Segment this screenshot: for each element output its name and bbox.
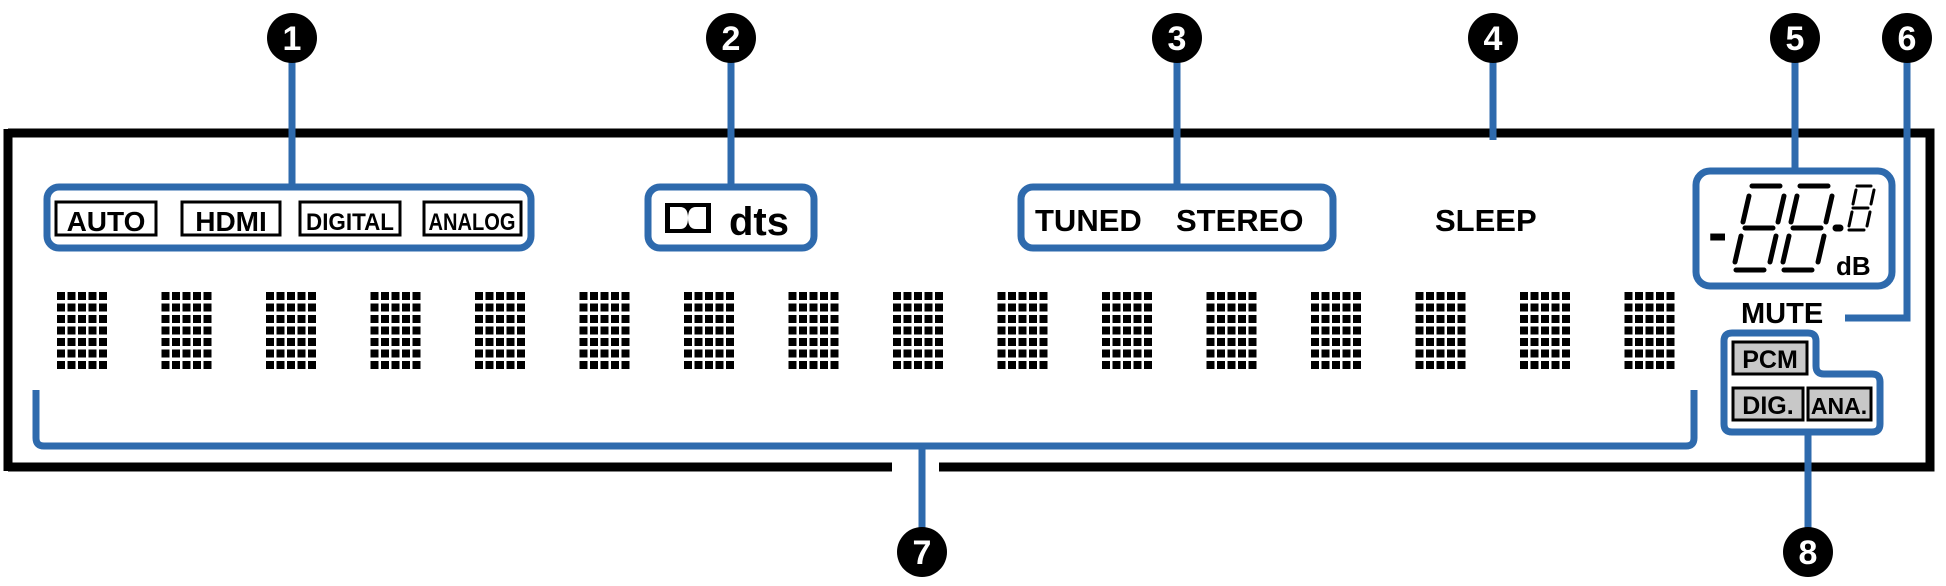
- callout-marker-6: 6: [1882, 13, 1932, 63]
- matrix-character-cell: [266, 292, 316, 369]
- callout-marker-4: 4: [1468, 13, 1518, 63]
- pcm-badge: [1731, 340, 1809, 376]
- matrix-character-cell: [893, 292, 943, 369]
- matrix-character-cell: [1311, 292, 1361, 369]
- matrix-character-cell: [370, 292, 421, 369]
- tuned-indicator: TUNED: [1035, 203, 1142, 238]
- matrix-character-cell: [1520, 292, 1570, 369]
- matrix-character-cell: [1415, 292, 1466, 369]
- input-mode-group: AUTO HDMI DIGITAL ANALOG: [43, 183, 535, 252]
- auto-badge-frame: [54, 200, 158, 237]
- information-display-dot-matrix: [57, 292, 1675, 369]
- stereo-indicator: STEREO: [1176, 203, 1303, 238]
- matrix-character-cell: [1624, 292, 1675, 369]
- svg-text:8: 8: [1799, 534, 1818, 572]
- matrix-character-cell: [57, 292, 107, 369]
- dig-indicator: DIG.: [1742, 392, 1793, 420]
- decoder-group: dts: [644, 183, 818, 252]
- signal-group: PCM DIG. ANA.: [1720, 329, 1884, 436]
- analog-badge-frame: [422, 200, 523, 237]
- matrix-character-cell: [788, 292, 839, 369]
- svg-text:3: 3: [1168, 20, 1187, 58]
- svg-text:4: 4: [1484, 20, 1503, 58]
- callout-marker-3: 3: [1152, 13, 1202, 63]
- tuner-group: TUNED STEREO: [1017, 183, 1337, 252]
- pcm-indicator: PCM: [1742, 346, 1798, 374]
- volume-sign: -: [1708, 200, 1727, 265]
- svg-text:2: 2: [722, 20, 741, 58]
- hdmi-indicator: HDMI: [195, 206, 267, 237]
- matrix-character-cell: [579, 292, 630, 369]
- signal-callout-box: [1720, 329, 1884, 436]
- leader-6: [1845, 60, 1911, 322]
- callout-marker-2: 2: [706, 13, 756, 63]
- ana-badge: [1806, 386, 1873, 422]
- mute-indicator: MUTE: [1741, 298, 1823, 330]
- matrix-character-cell: [1102, 292, 1152, 369]
- matrix-character-cell: [684, 292, 734, 369]
- ana-indicator: ANA.: [1811, 393, 1867, 419]
- digital-badge-frame: [298, 200, 402, 237]
- hdmi-badge-frame: [180, 200, 282, 237]
- callout-marker-8: 8: [1783, 527, 1833, 577]
- display-frame: [8, 128, 1935, 472]
- sleep-indicator: SLEEP: [1435, 203, 1537, 238]
- info-display-bracket: [32, 390, 1698, 450]
- volume-seven-segment-digits: [1732, 183, 1876, 273]
- dts-indicator: dts: [729, 200, 789, 244]
- matrix-character-cell: [161, 292, 212, 369]
- dig-badge: [1731, 386, 1805, 422]
- matrix-character-cell: [1206, 292, 1257, 369]
- callout-leaders: [288, 60, 1911, 528]
- matrix-character-cell: [475, 292, 525, 369]
- svg-text:5: 5: [1786, 20, 1805, 58]
- svg-text:7: 7: [913, 534, 932, 572]
- callout-marker-7: 7: [897, 527, 947, 577]
- svg-text:1: 1: [283, 20, 302, 58]
- auto-indicator: AUTO: [67, 206, 146, 237]
- svg-text:6: 6: [1898, 20, 1917, 58]
- matrix-character-cell: [997, 292, 1048, 369]
- db-unit-label: dB: [1836, 251, 1871, 281]
- volume-group: - dB: [1692, 167, 1896, 290]
- callout-marker-5: 5: [1770, 13, 1820, 63]
- analog-indicator: ANALOG: [429, 209, 516, 236]
- digital-indicator: DIGITAL: [306, 209, 394, 236]
- callout-marker-1: 1: [267, 13, 317, 63]
- dolby-double-d-icon: [665, 203, 711, 233]
